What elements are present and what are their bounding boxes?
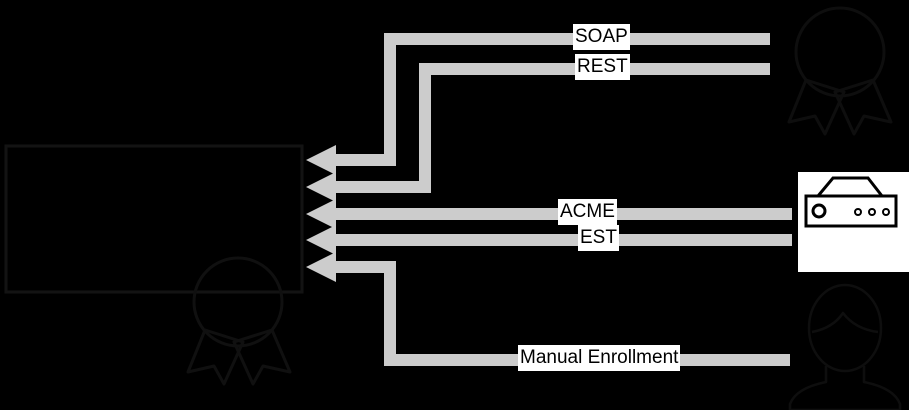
manual-enrollment-arrowhead <box>306 252 336 282</box>
edge-label-soap: SOAP <box>573 24 630 50</box>
server-power-led <box>811 203 827 219</box>
edge-label-acme: ACME <box>558 199 617 225</box>
server-status-led-2 <box>868 208 876 216</box>
user-person-icon[interactable] <box>788 283 902 410</box>
edge-label-rest: REST <box>575 54 630 80</box>
soap-arrowhead <box>306 145 336 175</box>
certificate-badge-icon <box>186 256 292 386</box>
edge-label-manual-enrollment: Manual Enrollment <box>518 345 681 371</box>
server-appliance-icon[interactable] <box>804 176 898 228</box>
server-status-led-1 <box>854 208 862 216</box>
server-status-led-3 <box>882 208 890 216</box>
certificate-award-icon[interactable] <box>787 6 893 136</box>
connection-est <box>306 225 792 255</box>
acme-arrowhead <box>306 199 336 229</box>
est-arrowhead <box>306 225 336 255</box>
rest-arrowhead <box>306 172 336 202</box>
edge-label-est: EST <box>578 225 619 251</box>
certificate-authority-box[interactable] <box>4 144 304 294</box>
